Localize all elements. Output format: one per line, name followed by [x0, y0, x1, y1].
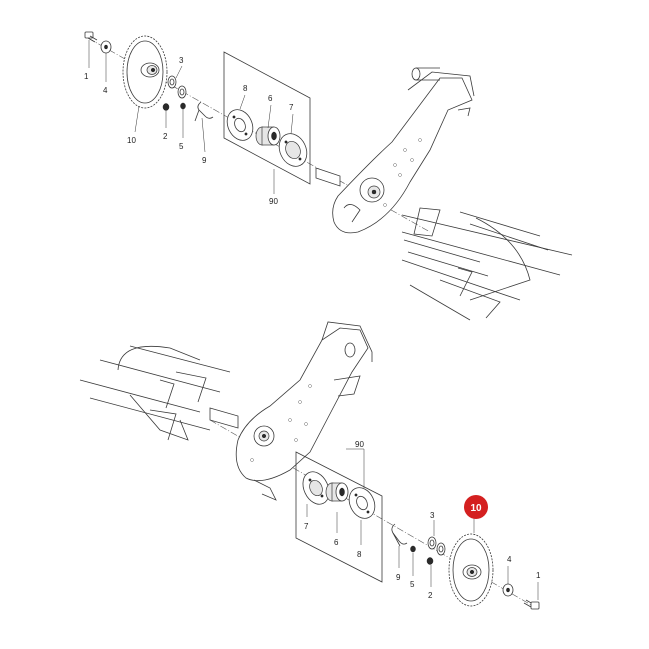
bottom-circlip-part-3[interactable]: [427, 536, 446, 556]
bottom-clip-part-9[interactable]: [391, 523, 408, 547]
bottom-label-3: 3: [430, 511, 435, 520]
top-label-2: 2: [163, 132, 168, 141]
top-label-4: 4: [103, 86, 108, 95]
bottom-label-8: 8: [357, 550, 362, 559]
bottom-label-2: 2: [428, 591, 433, 600]
bottom-label-6: 6: [334, 538, 339, 547]
highlighted-part-callout-10[interactable]: 10: [464, 495, 488, 519]
bottom-label-5: 5: [410, 580, 415, 589]
top-flange-part-7[interactable]: [274, 129, 312, 171]
bottom-label-90: 90: [355, 440, 364, 449]
bottom-label-4: 4: [507, 555, 512, 564]
bottom-ring-part-5[interactable]: [410, 545, 416, 553]
top-flange-part-8[interactable]: [222, 105, 257, 144]
bottom-label-9: 9: [396, 573, 401, 582]
bottom-labels: 90 7 6 8 3 9 5 2 4 1: [304, 440, 541, 600]
bottom-assembly: 90 7 6 8 3 9 5 2 4 1 10: [79, 321, 541, 611]
top-bearing-part-6[interactable]: [255, 126, 281, 146]
top-label-1: 1: [84, 72, 89, 81]
highlight-label-10: 10: [470, 503, 482, 514]
top-sprocket-part-10[interactable]: [122, 35, 168, 109]
top-side-arm: [332, 67, 475, 234]
top-circlip-part-3[interactable]: [167, 75, 187, 99]
top-bearing-kit-panel-90[interactable]: [223, 51, 311, 185]
bottom-side-arm: [235, 321, 373, 501]
bottom-conveyor-drum: [79, 345, 239, 441]
bottom-bearing-part-6[interactable]: [325, 482, 349, 502]
bottom-label-7: 7: [304, 522, 309, 531]
top-label-6: 6: [268, 94, 273, 103]
bottom-label-1: 1: [536, 571, 541, 580]
highlight-circle: [464, 495, 488, 519]
bottom-flange-part-7[interactable]: [298, 468, 334, 509]
top-assembly: 1 4 10 3 2 5 9 8 6 7 90: [84, 31, 573, 321]
top-washer-part-4[interactable]: [100, 40, 112, 54]
top-conveyor-drum: [401, 207, 573, 321]
top-label-8: 8: [243, 84, 248, 93]
bottom-ring-part-2[interactable]: [426, 557, 434, 565]
bottom-sprocket-part-10[interactable]: [448, 533, 494, 607]
top-label-3: 3: [179, 56, 184, 65]
top-bolt-part-1[interactable]: [84, 31, 98, 43]
bottom-washer-part-4[interactable]: [502, 583, 514, 597]
bottom-bolt-part-1[interactable]: [523, 599, 540, 610]
top-label-5: 5: [179, 142, 184, 151]
bottom-bearing-kit-panel-90[interactable]: [295, 451, 383, 583]
top-label-7: 7: [289, 103, 294, 112]
bottom-leader-lines: [306, 448, 539, 600]
top-shaft: [315, 167, 341, 187]
top-labels: 1 4 10 3 2 5 9 8 6 7 90: [84, 56, 294, 206]
top-ring-part-2[interactable]: [162, 103, 170, 111]
top-leader-lines: [88, 40, 294, 194]
top-label-10: 10: [127, 136, 136, 145]
top-label-9: 9: [202, 156, 207, 165]
top-ring-part-5[interactable]: [180, 102, 186, 110]
top-label-90: 90: [269, 197, 278, 206]
bottom-flange-part-8[interactable]: [344, 483, 379, 522]
top-clip-part-9[interactable]: [194, 101, 214, 122]
